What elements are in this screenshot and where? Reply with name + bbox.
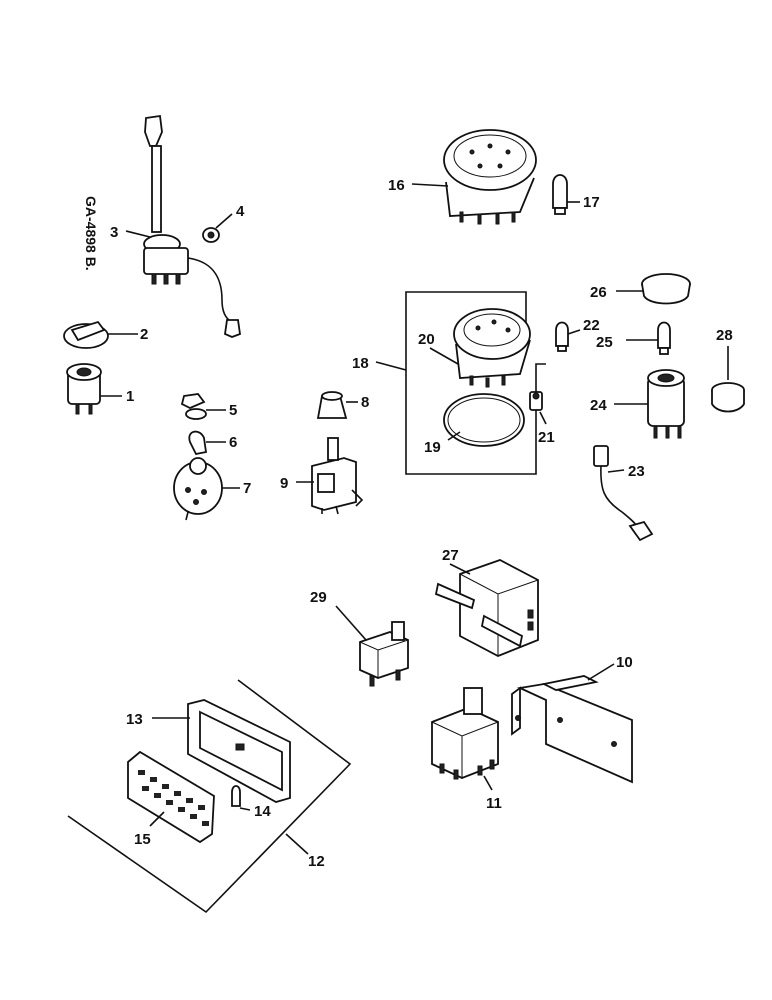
- panel-indicator-window: [162, 784, 169, 789]
- label-19: 19: [424, 439, 441, 456]
- label-13: 13: [126, 711, 143, 728]
- label-10: 10: [616, 654, 633, 671]
- drawing-code: GA-4898 B.: [83, 196, 99, 271]
- part-7-ignition-switch: [173, 457, 223, 521]
- label-20: 20: [418, 331, 435, 348]
- part-4-grommet: [202, 227, 220, 243]
- label-23: 23: [628, 463, 645, 480]
- part-20-gauge: [453, 308, 531, 388]
- panel-indicator-window: [190, 814, 197, 819]
- part-17-bulb: [552, 174, 568, 215]
- part-28-cap: [711, 382, 745, 413]
- label-17: 17: [583, 194, 600, 211]
- part-10-bracket: [511, 675, 633, 784]
- part-1-lamp: [66, 363, 102, 415]
- part-15-panel: [127, 750, 215, 844]
- part-14-bulb: [231, 785, 241, 807]
- label-24: 24: [590, 397, 607, 414]
- label-3: 3: [110, 224, 118, 241]
- panel-indicator-window: [178, 807, 185, 812]
- panel-indicator-window: [166, 800, 173, 805]
- part-5-clip: [180, 393, 207, 420]
- label-8: 8: [361, 394, 369, 411]
- label-21: 21: [538, 429, 555, 446]
- label-11: 11: [486, 795, 502, 812]
- part-29-relay: [359, 621, 409, 687]
- panel-indicator-window: [186, 798, 193, 803]
- part-27-unit: [434, 559, 539, 657]
- label-15: 15: [134, 831, 151, 848]
- part-24-lamp: [647, 369, 685, 439]
- part-22-bulb: [555, 321, 569, 352]
- label-12: 12: [308, 853, 325, 870]
- panel-indicator-window: [202, 821, 209, 826]
- part-12-group: [67, 679, 352, 914]
- part-6-key: [188, 430, 208, 456]
- part-25-bulb: [657, 321, 671, 355]
- label-5: 5: [229, 402, 237, 419]
- label-25: 25: [596, 334, 613, 351]
- panel-indicator-window: [142, 786, 149, 791]
- part-18-group: [405, 291, 546, 475]
- label-1: 1: [126, 388, 134, 405]
- part-2-cap: [63, 320, 109, 349]
- label-28: 28: [716, 327, 733, 344]
- part-11-relay: [431, 687, 499, 780]
- part-21-socket: [529, 391, 543, 411]
- panel-indicator-window: [198, 805, 205, 810]
- panel-indicator-window: [150, 777, 157, 782]
- label-14: 14: [254, 803, 271, 820]
- label-2: 2: [140, 326, 148, 343]
- label-6: 6: [229, 434, 237, 451]
- label-4: 4: [236, 203, 245, 220]
- panel-indicator-window: [138, 770, 145, 775]
- part-16-gauge: [443, 129, 537, 225]
- part-23-lead: [593, 445, 654, 542]
- label-9: 9: [280, 475, 288, 492]
- part-26-lens: [641, 273, 691, 305]
- part-13-bezel: [187, 699, 291, 803]
- part-8-knob: [316, 391, 348, 419]
- part-19-ring: [443, 393, 525, 447]
- part-9-switch: [311, 437, 364, 515]
- label-22: 22: [583, 317, 600, 334]
- label-7: 7: [243, 480, 251, 497]
- panel-indicator-window: [174, 791, 181, 796]
- label-26: 26: [590, 284, 607, 301]
- label-18: 18: [352, 355, 369, 372]
- label-29: 29: [310, 589, 327, 606]
- part-3-lever-switch: [143, 114, 241, 338]
- label-27: 27: [442, 547, 459, 564]
- label-16: 16: [388, 177, 405, 194]
- panel-indicator-window: [154, 793, 161, 798]
